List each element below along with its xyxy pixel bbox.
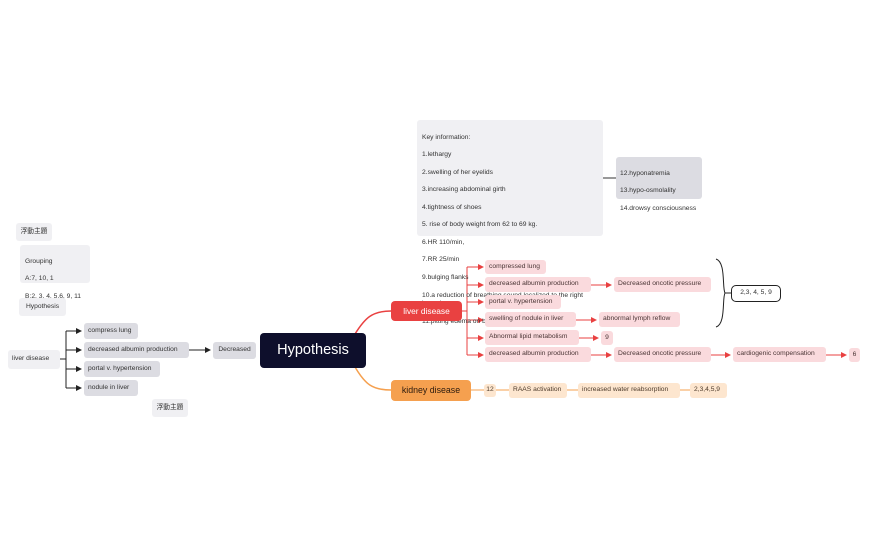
key-info-item: 2.swelling of her eyelids [422,168,493,176]
abnormal-lymph-reflow-node[interactable]: abnormal lymph reflow [599,312,680,327]
portal-hypertension-node[interactable]: portal v. hypertension [485,295,561,309]
key-info-item: 7.RR 25/min [422,256,460,264]
kidney-ref-summary-node[interactable]: 2,3,4,5,9 [690,383,727,398]
connector-central-liver [354,310,392,335]
kidney-disease-branch[interactable]: kidney disease [391,380,471,401]
liver-disease-branch[interactable]: liver disease [391,301,462,321]
left-decreased-albumin-node[interactable]: decreased albumin production [84,342,189,358]
kidney-ref-12-node[interactable]: 12 [484,384,496,397]
key-info-item: 9.bulging flanks [422,274,469,282]
left-liver-disease-node[interactable]: liver disease [8,350,60,369]
compressed-lung-node[interactable]: compressed lung [485,260,546,274]
key-info-item: 1.lethargy [422,151,452,159]
left-decreased-node[interactable]: Decreased [213,342,256,359]
key-info-item: 6.HR 110/min, [422,238,465,246]
swelling-nodule-node[interactable]: swelling of nodule in liver [485,312,576,327]
grouping-line: B:2, 3, 4, 5,6, 9, 11 [25,292,82,300]
grouping-box[interactable]: Grouping A:7, 10, 1 B:2, 3, 4, 5,6, 9, 1… [20,245,90,300]
key-information-box[interactable]: Key information: 1.lethargy 2.swelling o… [417,120,603,325]
decreased-oncotic-node-2[interactable]: Decreased oncotic pressure [614,347,711,362]
key-info-item: 4.tightness of shoes [422,203,482,211]
key-info-title: Key information: [422,133,471,141]
decreased-oncotic-node-1[interactable]: Decreased oncotic pressure [614,277,711,292]
key-info-extra-text: 12.hyponatremia 13.hypo-osmolality 14.dr… [620,161,696,222]
decreased-albumin-node-1[interactable]: decreased albumin production [485,277,591,292]
grouping-line: A:7, 10, 1 [25,275,54,283]
key-info-extra-item: 12.hyponatremia [620,169,670,177]
summary-bracket [715,258,726,328]
floating-topic-2[interactable]: 浮動主題 [152,399,188,417]
raas-activation-node[interactable]: RAAS activation [509,383,567,398]
decreased-albumin-node-2[interactable]: decreased albumin production [485,347,591,362]
cardiogenic-ref-node[interactable]: 6 [849,348,860,362]
lipid-ref-node[interactable]: 9 [601,331,613,345]
left-compress-lung-node[interactable]: compress lung [84,323,138,339]
grouping-text: Grouping A:7, 10, 1 B:2, 3, 4, 5,6, 9, 1… [25,249,81,310]
abnormal-lipid-node[interactable]: Abnormal lipid metabolism [485,330,579,345]
bracket-summary-node[interactable]: 2,3, 4, 5, 9 [731,285,781,302]
central-topic[interactable]: Hypothesis [260,333,366,368]
key-information-extra-box[interactable]: 12.hyponatremia 13.hypo-osmolality 14.dr… [616,157,702,212]
grouping-title: Grouping [25,257,53,265]
left-portal-hypertension-node[interactable]: portal v. hypertension [84,361,160,377]
cardiogenic-compensation-node[interactable]: cardiogenic compensation [733,347,826,362]
left-hypothesis-node[interactable]: Hypothesis [19,298,66,316]
key-info-item: 5. rise of body weight from 62 to 69 kg. [422,221,538,229]
floating-topic-1[interactable]: 浮動主題 [16,223,52,241]
key-info-extra-item: 14.drowsy consciousness [620,204,697,212]
key-info-item: 3.increasing abdominal girth [422,186,506,194]
increased-water-reabsorption-node[interactable]: increased water reabsorption [578,383,680,398]
key-info-extra-item: 13.hypo-osmolality [620,187,676,195]
connector-central-kidney [354,366,392,391]
left-nodule-liver-node[interactable]: nodule in liver [84,380,138,396]
